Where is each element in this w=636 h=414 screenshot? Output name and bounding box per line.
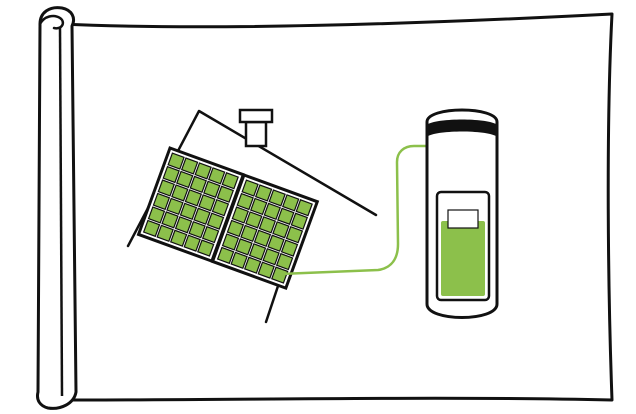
- tank-water-level: [441, 221, 485, 296]
- chimney-stack: [246, 122, 266, 146]
- banner-roll: [37, 8, 76, 409]
- chimney-icon: [240, 110, 272, 146]
- hot-water-tank-icon: [427, 110, 497, 318]
- chimney-cap: [240, 110, 272, 122]
- banner-sheet: [60, 14, 612, 400]
- rolled-paper-banner-icon: [37, 8, 612, 409]
- tank-gauge: [448, 210, 478, 228]
